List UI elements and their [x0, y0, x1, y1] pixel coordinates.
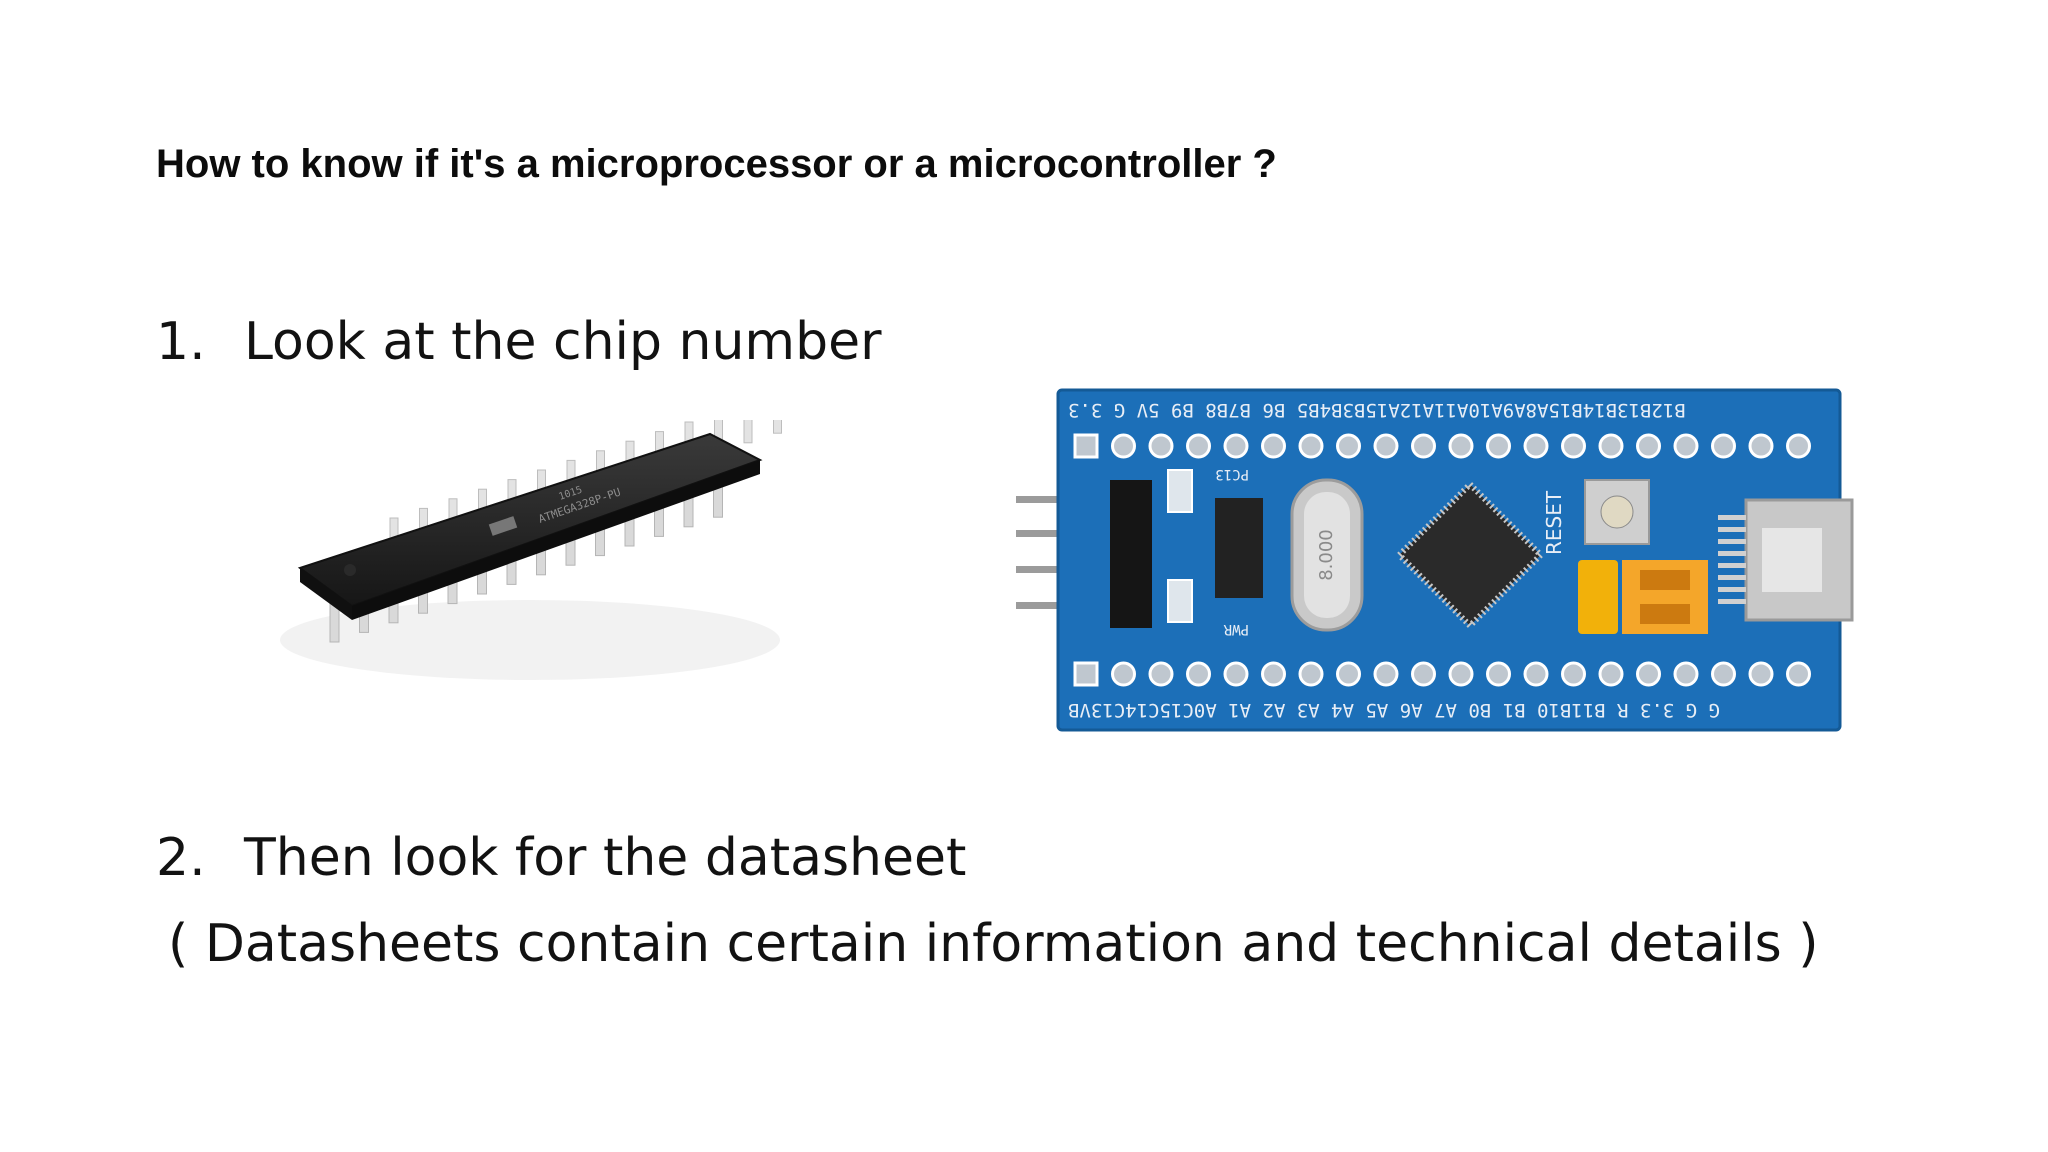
step-2-number: 2.	[156, 828, 206, 888]
step-1-number: 1.	[156, 312, 206, 372]
reset-label: RESET	[1542, 490, 1566, 555]
dev-board-image: B12B13B14B15A8A9A10A11A12A15B3B4B5 B6 B7…	[1016, 388, 1854, 732]
top-header-silkscreen: B12B13B14B15A8A9A10A11A12A15B3B4B5 B6 B7…	[1068, 399, 1686, 421]
step-2-text: Then look for the datasheet	[244, 828, 967, 888]
mcu-chip	[1395, 480, 1545, 630]
slide-title: How to know if it's a microprocessor or …	[156, 142, 1277, 186]
datasheet-note: ( Datasheets contain certain information…	[168, 914, 1819, 974]
pc13-label: PC13	[1215, 466, 1249, 482]
step-2: 2. Then look for the datasheet	[156, 828, 966, 888]
step-1: 1. Look at the chip number	[156, 312, 881, 372]
step-1-text: Look at the chip number	[244, 312, 882, 372]
pwr-label: PWR	[1223, 621, 1249, 637]
dip-chip-image: ATMEGA328P-PU 1015	[280, 420, 782, 680]
side-header-pins	[1016, 496, 1096, 609]
crystal-label: 8.000	[1316, 529, 1337, 581]
bottom-header-silkscreen: G G 3.3 R B11B10 B1 B0 A7 A6 A5 A4 A3 A2…	[1068, 699, 1720, 721]
